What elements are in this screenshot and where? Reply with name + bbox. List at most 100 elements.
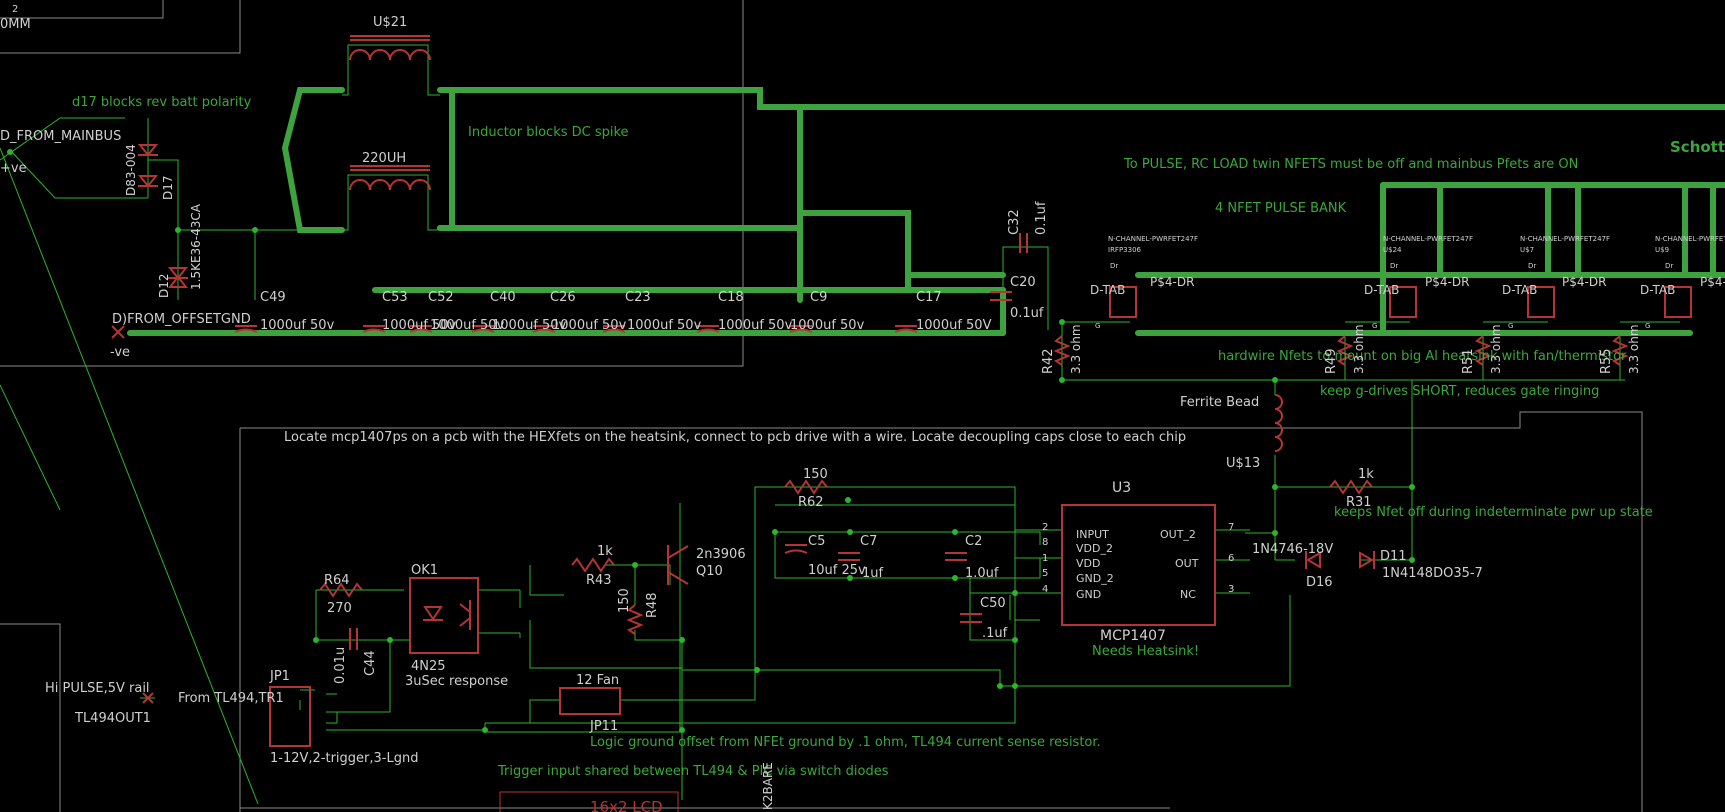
label-fet-type-3: N-CHANNEL-PWRFET247F xyxy=(1520,235,1610,243)
label-dr-2: Dr xyxy=(1390,262,1398,270)
note-hardwire: hardwire Nfets to mount on big Al heatsi… xyxy=(1218,349,1627,364)
label-c23: C23 xyxy=(625,290,651,305)
net-ve-top: +ve xyxy=(0,161,27,176)
label-c50: C50 xyxy=(980,596,1006,611)
label-c26v: 1000uf 50v xyxy=(552,318,627,333)
label-fet-type-1: N-CHANNEL-PWRFET247F xyxy=(1108,235,1198,243)
label-r51: R51 xyxy=(1461,348,1476,374)
label-c40v: 1000uf 50v xyxy=(492,318,567,333)
pin-num-1: 1 xyxy=(1042,553,1048,564)
note-logic: Logic ground offset from NFEt ground by … xyxy=(590,735,1101,750)
label-c44: C44 xyxy=(363,650,378,676)
label-c7: C7 xyxy=(860,534,877,549)
note-gdrive: keep g-drives SHORT, reduces gate ringin… xyxy=(1320,384,1599,399)
label-r48: R48 xyxy=(645,592,660,618)
label-jp1: JP1 xyxy=(269,669,290,684)
label-c2: C2 xyxy=(965,534,982,549)
label-ferrite: Ferrite Bead xyxy=(1180,395,1259,410)
label-psdr-1: P$4-DR xyxy=(1150,275,1194,289)
label-r55v: 3.3 ohm xyxy=(1627,324,1641,374)
label-c52: C52 xyxy=(428,290,454,305)
label-ok1n: 3uSec response xyxy=(405,674,508,689)
pin-num-3: 3 xyxy=(1228,584,1234,595)
label-c17v: 1000uf 50V xyxy=(916,318,992,333)
label-c53v: 1000uf 50v xyxy=(382,318,457,333)
label-q10: Q10 xyxy=(696,564,723,579)
label-c2v: 1.0uf xyxy=(965,566,999,581)
label-c49: C49 xyxy=(260,290,286,305)
net-offset: D)FROM_OFFSETGND xyxy=(112,312,251,327)
pin-gnd: GND xyxy=(1076,588,1101,601)
note-inductor: Inductor blocks DC spike xyxy=(468,125,629,140)
pin-num-5: 5 xyxy=(1042,568,1048,579)
label-dr-3: Dr xyxy=(1528,262,1536,270)
note-keeps: keeps Nfet off during indeterminate pwr … xyxy=(1334,505,1653,520)
label-d16: D16 xyxy=(1306,575,1333,590)
label-c5: C5 xyxy=(808,534,825,549)
label-c49v: 1000uf 50v xyxy=(260,318,335,333)
label-psdr-4: P$4-DR xyxy=(1700,275,1725,289)
note-schottky: Schottk xyxy=(1670,138,1725,156)
net-ve-bot: -ve xyxy=(110,345,130,360)
label-c5v: 10uf 25v xyxy=(808,563,866,578)
label-r62: R62 xyxy=(798,495,824,510)
label-r49: R49 xyxy=(1324,348,1339,374)
label-fan: 12 Fan xyxy=(576,673,619,688)
label-g-2: G xyxy=(1372,322,1377,330)
pin-num-4: 4 xyxy=(1042,584,1048,595)
label-u21: U$21 xyxy=(373,15,407,30)
pin-gnd2: GND_2 xyxy=(1076,572,1114,585)
label-r51v: 3.3 ohm xyxy=(1489,324,1503,374)
label-c52v: 1000uf 50v xyxy=(430,318,505,333)
label-g-1: G xyxy=(1095,322,1100,330)
label-c44v: 0.01u xyxy=(333,647,348,684)
label-dr-4: Dr xyxy=(1665,262,1673,270)
label-u3: U3 xyxy=(1112,480,1131,496)
label-ok1v: 4N25 xyxy=(411,659,446,674)
label-c26: C26 xyxy=(550,290,576,305)
label-ok1: OK1 xyxy=(411,563,438,578)
pin-nc: NC xyxy=(1180,588,1196,601)
note-pulse: To PULSE, RC LOAD twin NFETS must be off… xyxy=(1123,157,1578,172)
label-r49v: 3.3 ohm xyxy=(1352,324,1366,374)
pin-input: INPUT xyxy=(1076,528,1109,541)
net-mm: 0MM xyxy=(0,17,31,32)
label-c18: C18 xyxy=(718,290,744,305)
label-dtab-1: D-TAB xyxy=(1090,283,1125,297)
pin-vdd2: VDD_2 xyxy=(1076,542,1113,555)
label-c23v: 1000uf 50v xyxy=(627,318,702,333)
label-dtab-4: D-TAB xyxy=(1640,283,1675,297)
label-g-3: G xyxy=(1508,322,1513,330)
sheet-frames xyxy=(0,0,1643,812)
label-d11v: 1N4148DO35-7 xyxy=(1382,566,1483,581)
net-tl494out: TL494OUT1 xyxy=(74,711,151,726)
label-mcp: MCP1407 xyxy=(1100,628,1166,644)
label-c9v: 1000uf 50v xyxy=(790,318,865,333)
label-d12: D12 xyxy=(157,273,171,298)
label-r64v: 270 xyxy=(327,601,352,616)
label-d83: D83-004 xyxy=(124,144,138,196)
label-dtab-3: D-TAB xyxy=(1502,283,1537,297)
pin-vdd: VDD xyxy=(1076,557,1100,570)
label-c50v: .1uf xyxy=(982,626,1008,641)
label-c32: C32 xyxy=(1007,209,1022,235)
part-symbols xyxy=(111,35,1692,747)
label-c20: C20 xyxy=(1010,275,1036,290)
label-lcd: 16x2 LCD xyxy=(590,798,663,812)
label-d11: D11 xyxy=(1380,549,1407,564)
power-bus xyxy=(127,87,1725,336)
label-us9: U$9 xyxy=(1655,246,1669,254)
label-r42: R42 xyxy=(1041,348,1056,374)
pin-out2: OUT_2 xyxy=(1160,528,1196,541)
label-jp11: JP11 xyxy=(589,719,618,734)
pin-num-2: 2 xyxy=(1042,522,1048,533)
pin-num-7: 7 xyxy=(1228,522,1234,533)
label-220uh: 220UH xyxy=(362,151,406,166)
label-us13: U$13 xyxy=(1226,456,1260,471)
label-c7v: 1uf xyxy=(862,566,884,581)
label-dr-1: Dr xyxy=(1110,262,1118,270)
thin-nets xyxy=(0,44,1680,805)
label-r62v: 150 xyxy=(803,467,828,482)
label-irf: IRFP3306 xyxy=(1108,246,1142,254)
